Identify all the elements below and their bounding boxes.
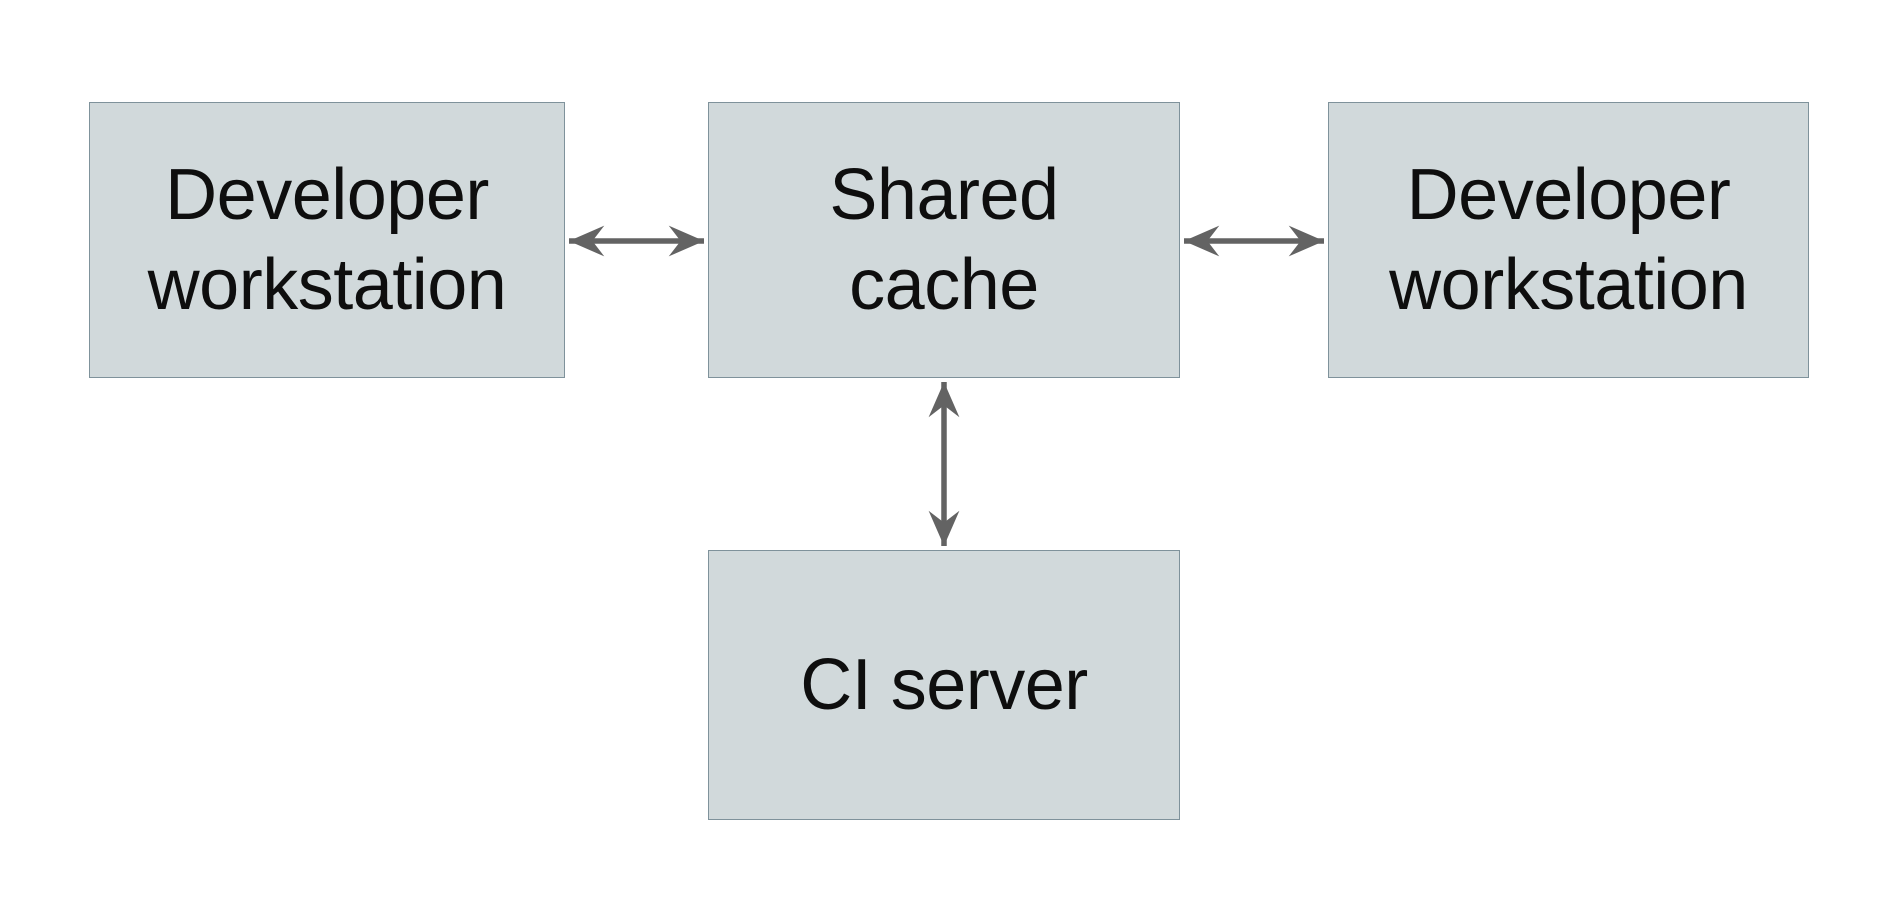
node-developer-workstation-left: Developer workstation xyxy=(89,102,565,378)
node-ci-server: CI server xyxy=(708,550,1180,820)
node-label: CI server xyxy=(800,645,1088,725)
node-label: Developer workstation xyxy=(147,155,507,325)
node-label: Developer workstation xyxy=(1389,155,1748,325)
node-label: Shared cache xyxy=(829,155,1059,325)
node-shared-cache: Shared cache xyxy=(708,102,1180,378)
node-developer-workstation-right: Developer workstation xyxy=(1328,102,1809,378)
